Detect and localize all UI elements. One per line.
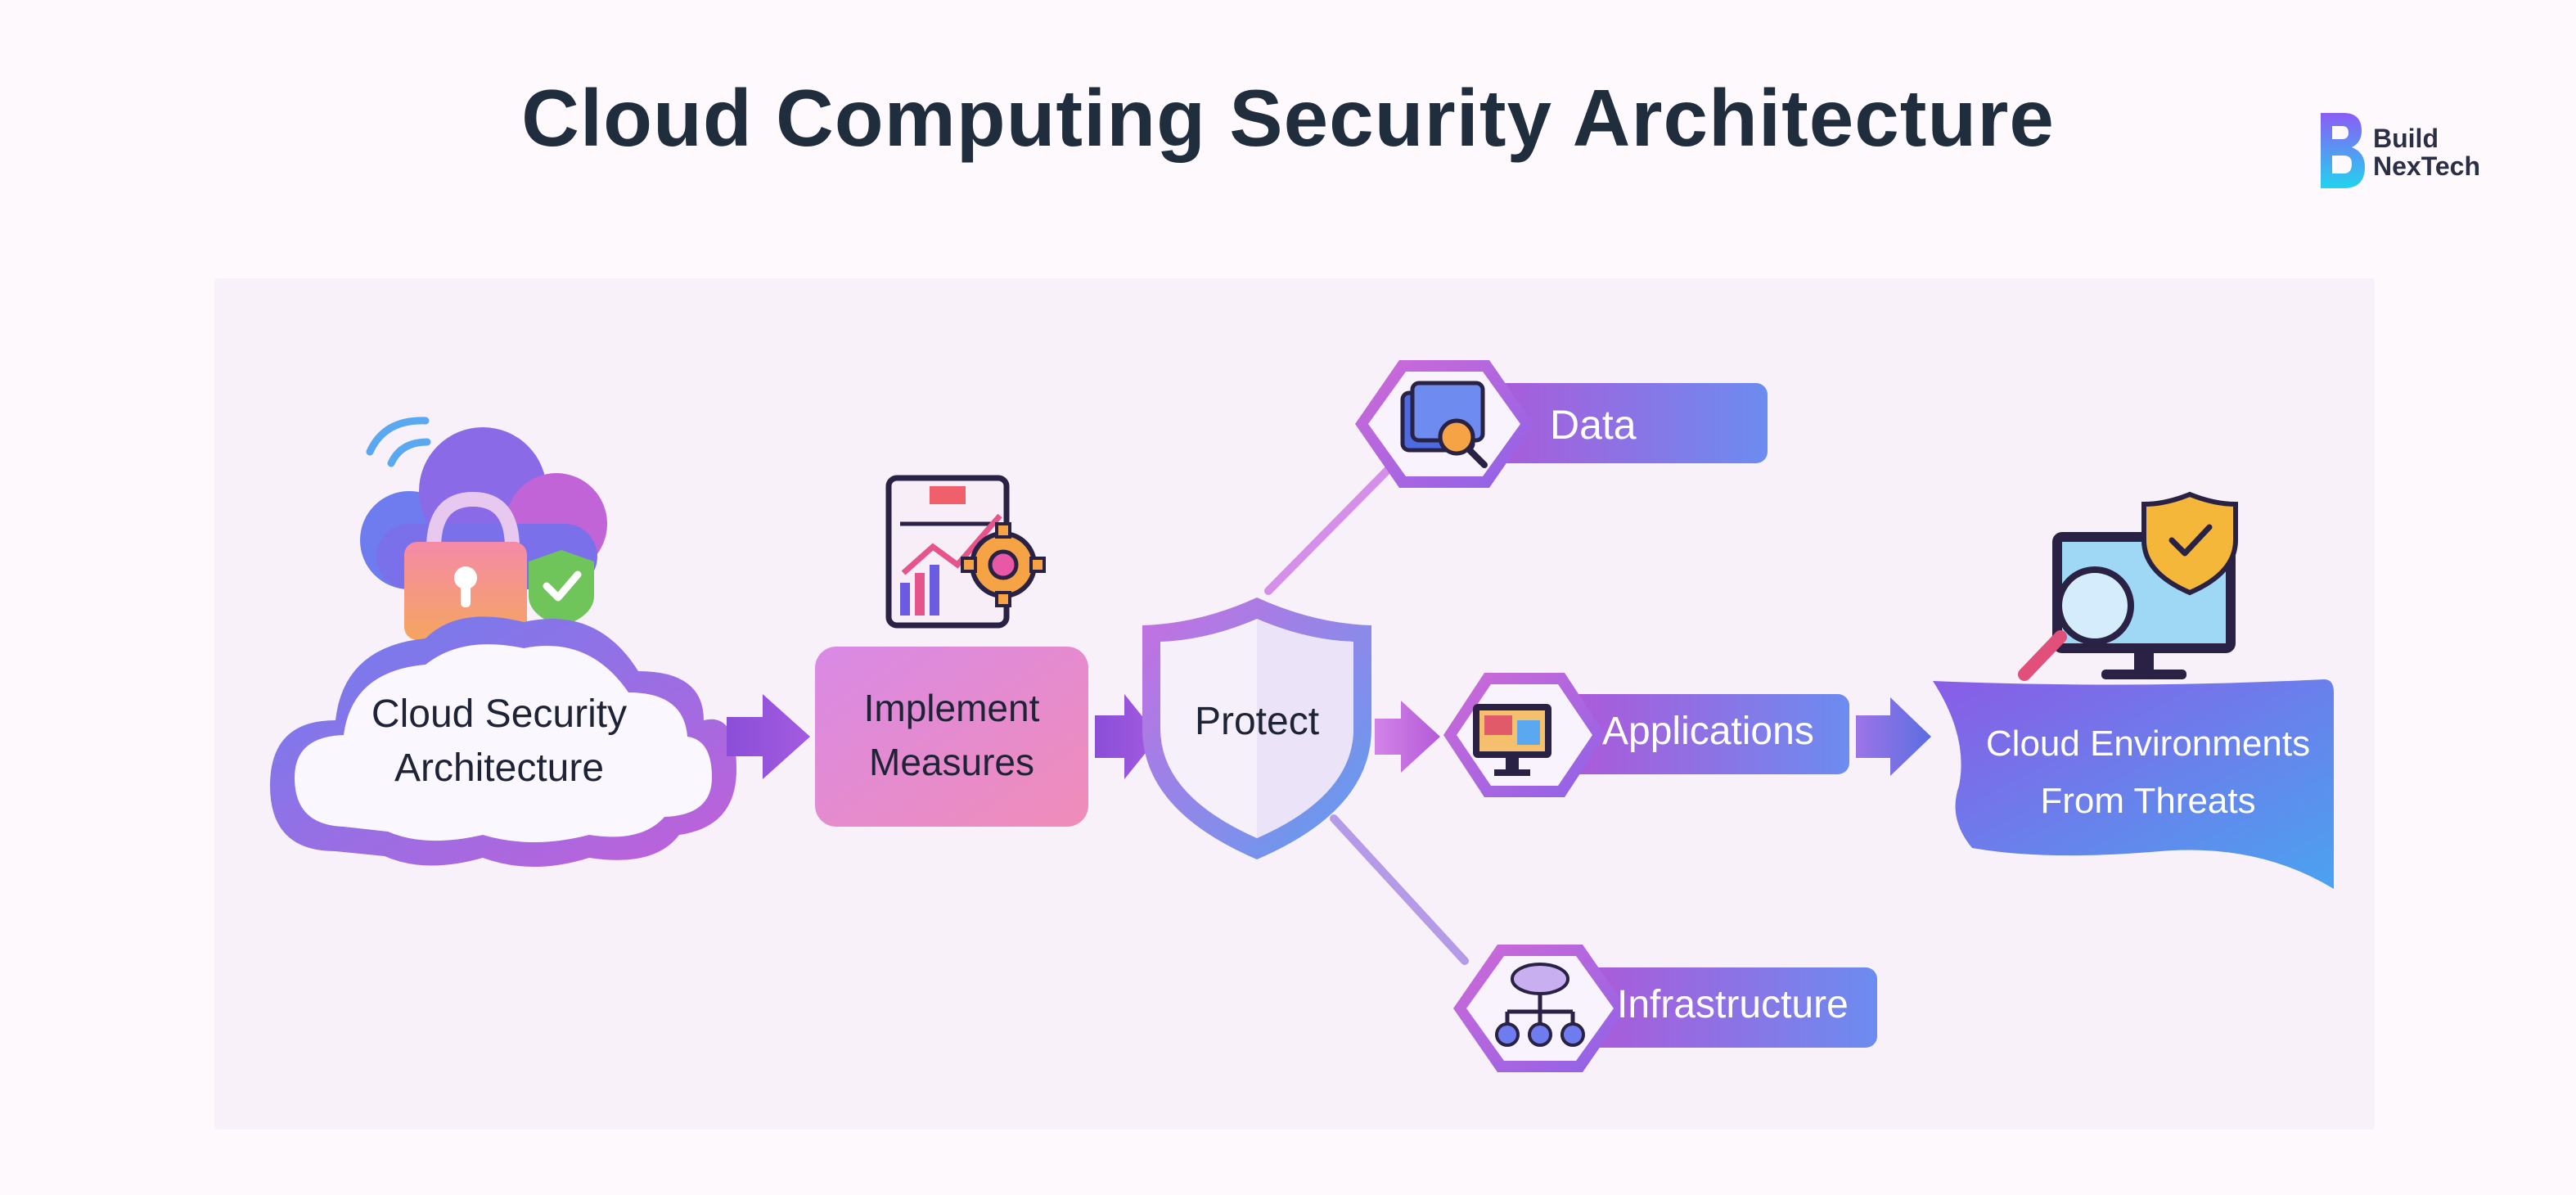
arrow-2 xyxy=(1095,694,1159,779)
infrastructure-label: Infrastructure xyxy=(1617,983,1849,1026)
result-label: Cloud Environments From Threats xyxy=(1964,715,2332,830)
gear-icon xyxy=(961,522,1046,607)
logo-line2: NexTech xyxy=(2373,151,2481,181)
protect-label: Protect xyxy=(1194,700,1320,743)
cloud-security-label: Cloud Security Architecture xyxy=(327,688,671,796)
network-cloud-icon xyxy=(1495,963,1585,1047)
implement-measures-line1: Implement xyxy=(863,687,1040,729)
implement-measures-label: Implement Measures xyxy=(815,681,1088,789)
result-label-line2: From Threats xyxy=(2040,781,2256,821)
infrastructure-node xyxy=(1453,945,1877,1072)
arrow-to-result xyxy=(1856,697,1931,776)
applications-node xyxy=(1443,673,1849,797)
result-node xyxy=(1933,491,2334,889)
data-node xyxy=(1355,360,1768,488)
implement-measures-line2: Measures xyxy=(869,741,1034,783)
cloud-security-label-line1: Cloud Security xyxy=(371,692,628,736)
main-cloud-shape xyxy=(270,616,736,867)
monitor-security-icon xyxy=(2018,491,2238,681)
arrow-to-applications xyxy=(1375,701,1440,773)
result-banner xyxy=(1933,679,2334,889)
data-bar xyxy=(1448,383,1768,463)
arrow-1 xyxy=(727,694,810,779)
page-title: Cloud Computing Security Architecture xyxy=(521,73,2055,163)
security-shield-icon xyxy=(2141,491,2238,596)
brand-logo xyxy=(2321,113,2365,188)
wifi-icon xyxy=(366,417,431,467)
lock-icon xyxy=(404,491,527,640)
data-settings-icon xyxy=(1400,381,1488,468)
connector-to-data xyxy=(1264,466,1392,595)
implement-measures-node xyxy=(815,475,1088,827)
connector-to-infrastructure xyxy=(1330,814,1469,965)
check-shield-icon xyxy=(529,550,594,627)
cloud-security-node xyxy=(270,417,736,867)
branch-connectors xyxy=(1264,466,1469,965)
brand-logo-text: Build NexTech xyxy=(2373,124,2480,180)
cloud-security-label-line2: Architecture xyxy=(394,746,605,790)
applications-bar xyxy=(1538,694,1849,774)
applications-label: Applications xyxy=(1602,710,1814,753)
analytics-report-icon xyxy=(885,475,1046,629)
protect-node xyxy=(1142,598,1371,859)
magnifier-icon xyxy=(2018,566,2134,681)
monitor-app-icon xyxy=(1473,704,1551,776)
data-label: Data xyxy=(1550,402,1637,448)
result-label-line1: Cloud Environments xyxy=(1985,724,2311,764)
infrastructure-bar xyxy=(1550,967,1877,1048)
implement-measures-box xyxy=(815,647,1088,827)
logo-line1: Build xyxy=(2373,124,2439,153)
